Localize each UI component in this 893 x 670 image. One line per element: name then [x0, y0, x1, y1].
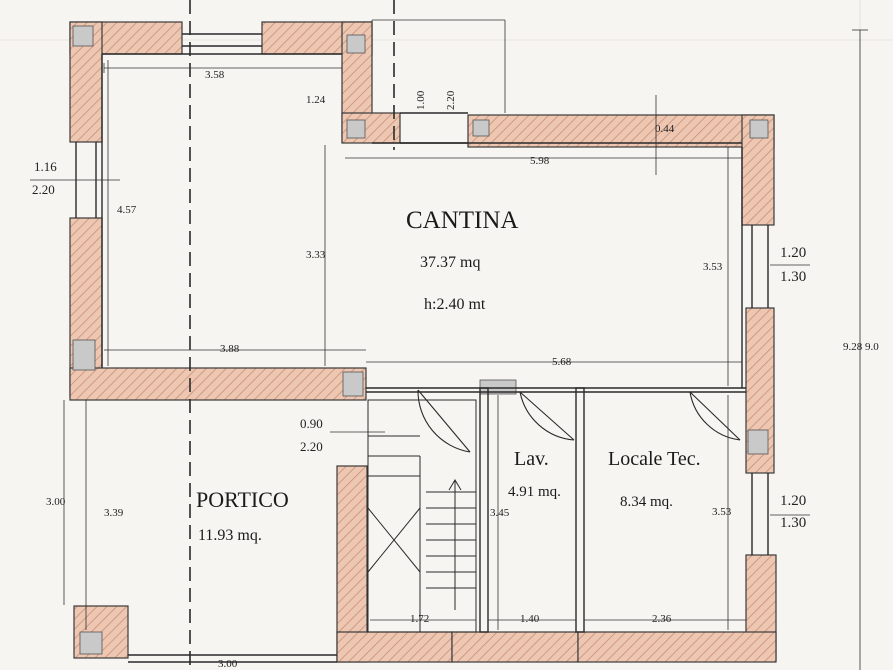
- columns: [72, 25, 769, 655]
- dim-window-right-lower-a: 1.20: [780, 493, 807, 509]
- room-area-portico: 11.93 mq.: [198, 527, 262, 544]
- dim-left-height: 4.57: [117, 204, 137, 216]
- room-name-lav: Lav.: [514, 448, 549, 470]
- wall-bottom-lav: [451, 631, 579, 663]
- dimension-lines: [30, 19, 868, 670]
- dim-bottom-portico: 3.00: [218, 658, 238, 670]
- dim-bottom-lav: 1.40: [520, 613, 540, 625]
- dim-window-right-lower-b: 1.30: [780, 515, 807, 531]
- walls: [69, 21, 777, 663]
- doors: [417, 389, 741, 453]
- dim-right-height-lower: 3.53: [712, 506, 732, 518]
- wall-bottom-left: [336, 631, 453, 663]
- dim-total-height: 9.28 9.0: [843, 341, 879, 353]
- room-name-locale-tec: Locale Tec.: [608, 448, 701, 470]
- dim-mid-width-right: 5.68: [552, 356, 572, 368]
- dim-door-b: 2.20: [300, 439, 323, 454]
- staircase: [367, 399, 477, 633]
- dim-bottom-stair: 1.72: [410, 613, 430, 625]
- wall-portico-top: [69, 367, 367, 401]
- dim-portico-height-inner: 3.39: [104, 507, 124, 519]
- dim-window-top-b: 2.20: [445, 90, 457, 110]
- axis-lines: [189, 0, 395, 670]
- dim-small-124: 1.24: [306, 94, 326, 106]
- dim-wall-thickness: 0.44: [655, 123, 675, 135]
- room-area-lav: 4.91 mq.: [508, 484, 561, 500]
- room-area-cantina: 37.37 mq: [420, 254, 481, 271]
- wall-stair: [336, 465, 368, 663]
- dim-top-right-width: 5.98: [530, 155, 550, 167]
- dim-window-top-a: 1.00: [415, 90, 427, 110]
- wall-bottom-right: [577, 631, 777, 663]
- partitions: [75, 33, 769, 663]
- dim-mid-width-left: 3.88: [220, 343, 240, 355]
- dim-window-right-upper-b: 1.30: [780, 269, 807, 285]
- dim-inner-height: 3.33: [306, 249, 326, 261]
- dim-window-right-upper-a: 1.20: [780, 245, 807, 261]
- dim-bottom-tec: 2.36: [652, 613, 672, 625]
- dim-window-left-a: 1.16: [34, 159, 57, 174]
- dim-top-width: 3.58: [205, 69, 225, 81]
- wall-top-right: [467, 114, 775, 148]
- room-name-portico: PORTICO: [196, 487, 289, 512]
- dim-lav-height: 3.45: [490, 507, 510, 519]
- dim-portico-height-outer: 3.00: [46, 496, 66, 508]
- dim-right-height-upper: 3.53: [703, 261, 723, 273]
- room-height-cantina: h:2.40 mt: [424, 296, 486, 313]
- dim-door-a: 0.90: [300, 416, 323, 431]
- room-name-cantina: CANTINA: [406, 207, 519, 234]
- dim-window-left-b: 2.20: [32, 182, 55, 197]
- room-area-locale-tec: 8.34 mq.: [620, 494, 673, 510]
